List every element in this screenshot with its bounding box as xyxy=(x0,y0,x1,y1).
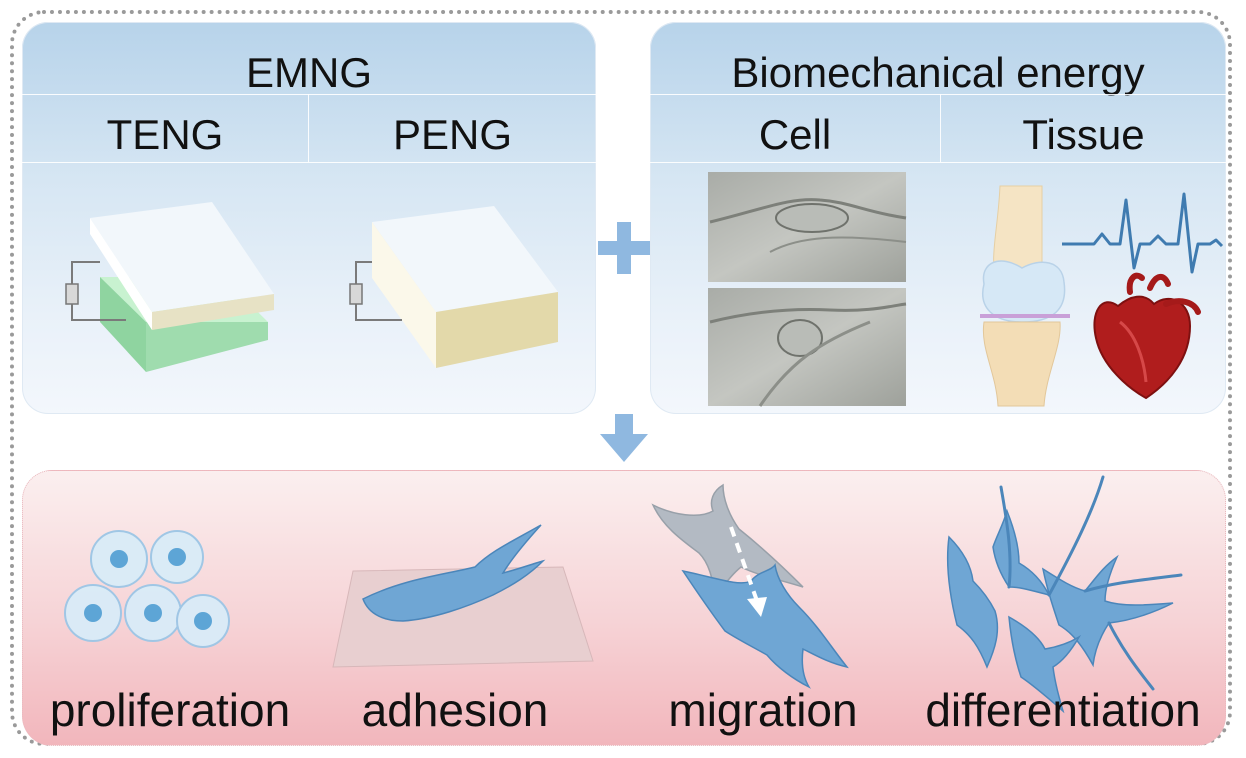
outcomes-panel: proliferation adhesion migration differe… xyxy=(22,470,1226,746)
knee-joint-icon xyxy=(980,185,1070,407)
down-arrow-icon xyxy=(600,414,648,462)
proliferation-label: proliferation xyxy=(49,684,291,736)
cell-micrographs xyxy=(708,172,907,407)
biomechanical-energy-panel: Biomechanical energy Cell Tissue xyxy=(650,22,1226,414)
column-divider xyxy=(940,94,941,162)
adhesion-label: adhesion xyxy=(361,684,549,736)
subheader-divider xyxy=(650,162,1226,163)
emng-panel: EMNG TENG PENG xyxy=(22,22,596,414)
peng-label: PENG xyxy=(392,111,513,158)
plus-icon xyxy=(598,222,650,274)
ecg-waveform-icon xyxy=(1062,192,1224,274)
biomechanical-energy-title: Biomechanical energy xyxy=(731,49,1145,96)
tissue-label: Tissue xyxy=(1022,111,1145,158)
subheader-divider xyxy=(22,162,596,163)
teng-label: TENG xyxy=(106,111,224,158)
migration-cells-illustration xyxy=(651,483,849,689)
heart-icon xyxy=(1093,272,1201,400)
proliferation-cells-illustration xyxy=(64,530,230,648)
cell-label: Cell xyxy=(758,111,832,158)
teng-device-illustration xyxy=(65,202,274,372)
column-divider xyxy=(308,94,309,162)
header-divider xyxy=(22,94,596,95)
adhesion-cell-illustration xyxy=(332,524,594,668)
header-divider xyxy=(650,94,1226,95)
differentiation-cells-illustration xyxy=(946,475,1183,714)
migration-label: migration xyxy=(668,684,858,736)
emng-title: EMNG xyxy=(246,49,372,96)
peng-device-illustration xyxy=(349,206,558,368)
differentiation-label: differentiation xyxy=(925,684,1201,736)
